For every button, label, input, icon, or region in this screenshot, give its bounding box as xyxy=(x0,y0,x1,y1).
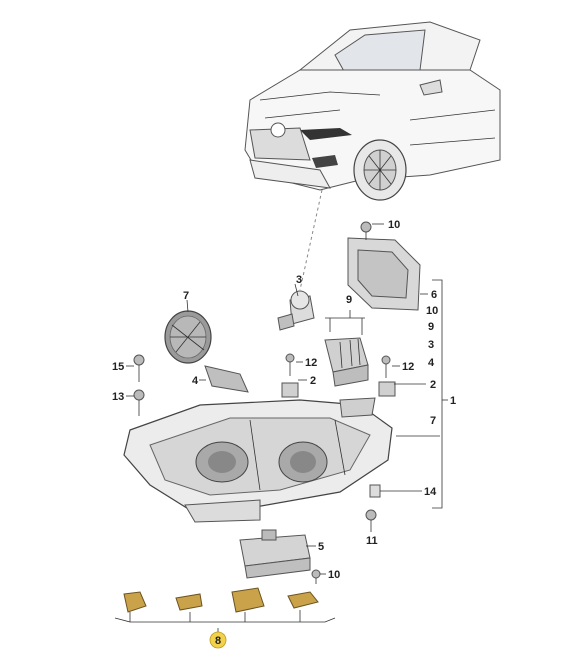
callout-12-right: 12 xyxy=(402,361,414,373)
screw-parts xyxy=(133,353,391,584)
callout-4: 4 xyxy=(192,375,199,387)
kit-bracket-line xyxy=(114,617,336,623)
brace-list-9: 9 xyxy=(428,321,434,333)
callout-7-lens: 7 xyxy=(183,290,189,302)
callout-2-right: 2 xyxy=(430,379,436,391)
bulb-part xyxy=(277,290,315,331)
control-unit-part xyxy=(347,221,421,311)
car-pointer-line xyxy=(299,189,323,291)
clip-part-left xyxy=(281,382,299,398)
clip-part-right xyxy=(378,381,396,397)
brace-list-7: 7 xyxy=(430,415,436,427)
leader-lines xyxy=(126,223,448,634)
brace-list-4: 4 xyxy=(428,357,435,369)
callout-9-module: 9 xyxy=(346,294,352,306)
repair-kit-parts xyxy=(123,587,319,613)
brace-list-3: 3 xyxy=(428,339,434,351)
retainer-part xyxy=(369,484,381,498)
vehicle-illustration xyxy=(244,21,501,201)
callout-11: 11 xyxy=(366,535,378,547)
callout-1: 1 xyxy=(450,395,456,407)
callout-8-badge-bg xyxy=(209,631,227,649)
callout-10-bottom: 10 xyxy=(328,569,340,581)
callout-5: 5 xyxy=(318,541,324,553)
callout-8: 8 xyxy=(215,635,221,647)
brace-list-10: 10 xyxy=(426,305,438,317)
headlight-housing-part xyxy=(123,397,393,523)
led-module-part xyxy=(324,337,369,387)
callout-3: 3 xyxy=(296,274,302,286)
callout-6: 6 xyxy=(431,289,437,301)
callout-14: 14 xyxy=(424,486,437,498)
callout-2-left: 2 xyxy=(310,375,316,387)
ballast-part xyxy=(239,529,311,579)
callout-12-left: 12 xyxy=(305,357,317,369)
callout-13: 13 xyxy=(112,391,124,403)
lens-cap-part xyxy=(164,310,212,364)
connector-part xyxy=(204,365,249,393)
callout-10-top: 10 xyxy=(388,219,400,231)
callout-15: 15 xyxy=(112,361,124,373)
